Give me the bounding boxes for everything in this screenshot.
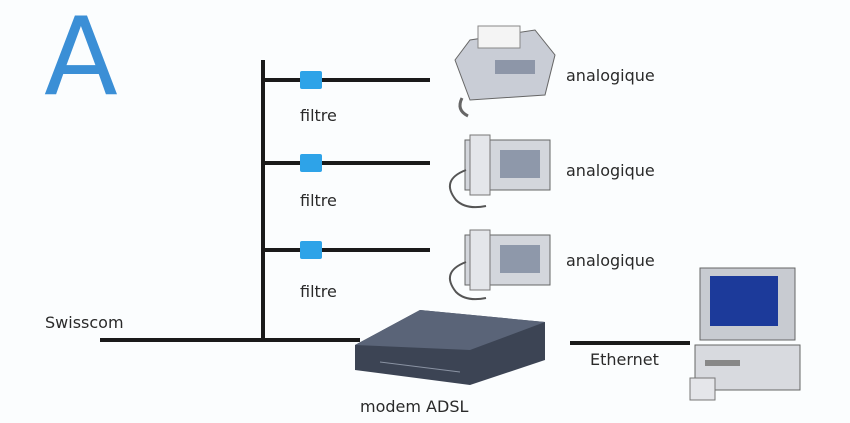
phone-icon-2: [448, 229, 551, 301]
swisscom-label: Swisscom: [45, 313, 124, 332]
device-label-3: analogique: [566, 251, 655, 270]
device-label-2: analogique: [566, 161, 655, 180]
panel-letter: A: [44, 0, 118, 120]
filter-label-3: filtre: [300, 282, 337, 301]
filter-label-2: filtre: [300, 191, 337, 210]
filter-3: [300, 241, 322, 259]
computer-icon: [689, 267, 801, 401]
fax-icon: [454, 25, 556, 118]
modem-icon: [355, 310, 545, 385]
modem-label: modem ADSL: [360, 397, 469, 416]
filter-1: [300, 71, 322, 89]
filter-2: [300, 154, 322, 172]
ethernet-label: Ethernet: [590, 350, 659, 369]
phone-icon-1: [448, 134, 551, 209]
filter-label-1: filtre: [300, 106, 337, 125]
device-label-1: analogique: [566, 66, 655, 85]
